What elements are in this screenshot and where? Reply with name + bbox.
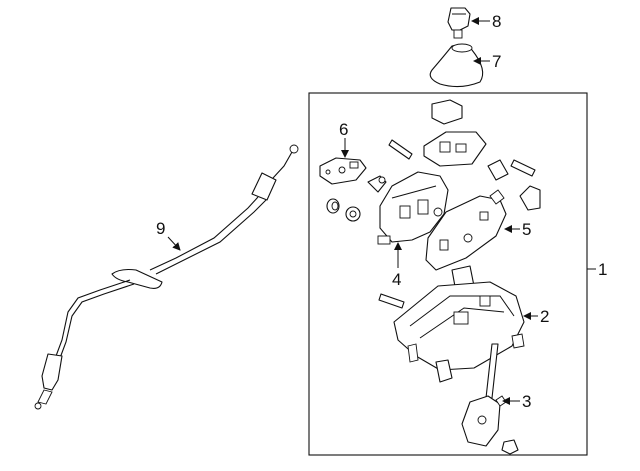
side-plate-part [425,189,507,271]
callout-1: 1 [598,260,607,279]
assembly-frame [308,92,588,456]
solenoid-part [423,99,509,181]
shift-lever-part [461,343,519,455]
callout-9: 9 [156,219,165,238]
bracket-part-6 [319,157,367,185]
callout-2: 2 [540,307,549,326]
callout-3: 3 [522,392,531,411]
clip-part [519,185,541,211]
callout-6: 6 [339,120,348,139]
base-housing-part [393,265,525,383]
bushing-parts [326,175,387,222]
shift-knob-part [447,7,471,39]
shift-boot-part [429,43,484,88]
callout-7: 7 [492,52,501,71]
callout-4: 4 [392,270,401,289]
callout-5: 5 [522,220,531,239]
pin-parts [378,139,536,309]
callout-8: 8 [492,12,501,31]
shift-cable-part [34,144,299,410]
